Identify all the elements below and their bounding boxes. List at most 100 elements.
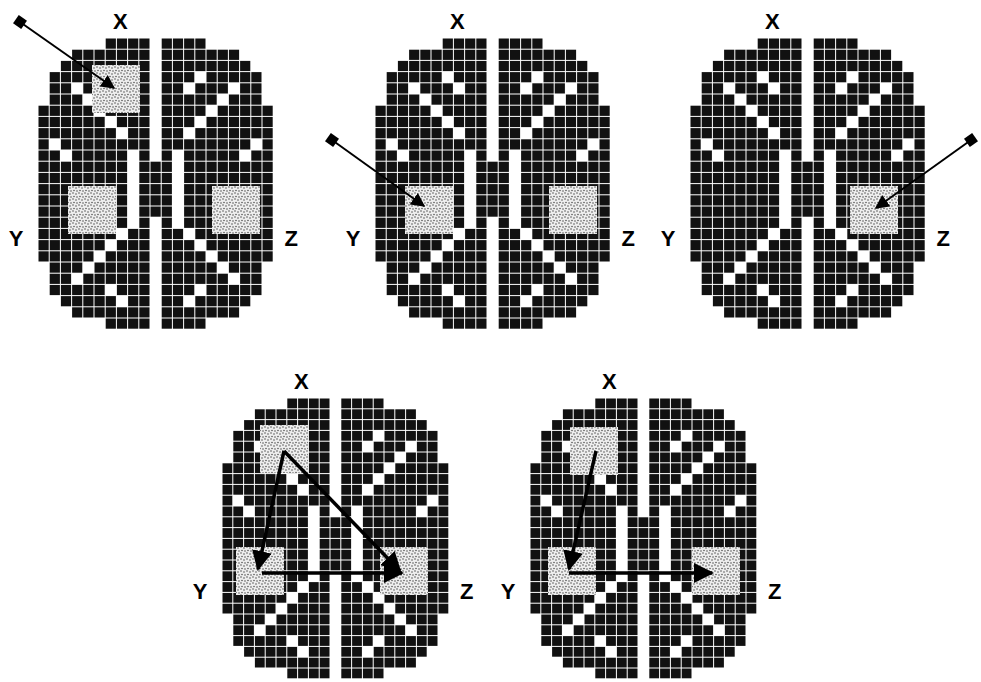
brain-cell	[859, 151, 869, 161]
brain-cell	[532, 128, 542, 138]
brain-cell	[72, 50, 82, 60]
brain-cell	[713, 240, 723, 250]
brain-cell	[263, 218, 273, 228]
brain-cell	[320, 658, 330, 668]
brain-cell	[139, 50, 149, 60]
brain-cell	[428, 593, 438, 603]
brain-cell	[814, 151, 824, 161]
brain-cell	[454, 61, 464, 71]
brain-cell	[385, 442, 395, 452]
brain-cell	[128, 39, 138, 49]
brain-cell	[521, 151, 531, 161]
brain-cell	[577, 83, 587, 93]
brain-cell	[574, 485, 584, 495]
brain-cell	[454, 285, 464, 295]
brain-cell	[499, 128, 509, 138]
brain-cell	[499, 117, 509, 127]
brain-cell	[255, 658, 265, 668]
brain-cell	[780, 50, 790, 60]
brain-cell	[628, 539, 638, 549]
brain-cell	[735, 50, 745, 60]
brain-cell	[439, 561, 449, 571]
brain-cell	[162, 139, 172, 149]
brain-cell	[814, 162, 824, 172]
brain-cell	[476, 251, 486, 261]
brain-cell	[432, 61, 442, 71]
brain-cell	[251, 263, 261, 273]
brain-cell	[298, 561, 308, 571]
brain-cell	[649, 431, 659, 441]
brain-cell	[387, 240, 397, 250]
brain-cell	[139, 117, 149, 127]
brain-cell	[713, 285, 723, 295]
stimulation-probe	[332, 140, 424, 206]
probe-tip	[964, 133, 978, 147]
brain-cell	[870, 173, 880, 183]
brain-cell	[439, 517, 449, 527]
brain-cell	[352, 615, 362, 625]
brain-cell	[595, 528, 605, 538]
brain-cell	[713, 296, 723, 306]
brain-cell	[499, 207, 509, 217]
brain-cell	[363, 431, 373, 441]
brain-cell	[39, 151, 49, 161]
brain-cell	[298, 409, 308, 419]
brain-cell	[476, 151, 486, 161]
brain-cell	[725, 474, 735, 484]
brain-cell	[555, 173, 565, 183]
brain-cell	[443, 128, 453, 138]
brain-cell	[769, 319, 779, 329]
brain-cell	[128, 251, 138, 261]
brain-cell	[395, 431, 405, 441]
brain-cell	[577, 139, 587, 149]
brain-cell	[870, 274, 880, 284]
brain-cell	[814, 117, 824, 127]
brain-cell	[499, 263, 509, 273]
brain-cell	[439, 485, 449, 495]
brain-cell	[628, 550, 638, 560]
brain-cell	[374, 517, 384, 527]
brain-cell	[532, 274, 542, 284]
brain-cell	[735, 162, 745, 172]
brain-cell	[139, 184, 149, 194]
brain-cell	[128, 128, 138, 138]
brain-cell	[649, 453, 659, 463]
brain-cell	[223, 550, 233, 560]
brain-cell	[420, 307, 430, 317]
brain-cell	[780, 296, 790, 306]
brain-cell	[758, 83, 768, 93]
brain-cell	[229, 106, 239, 116]
brain-cell	[287, 496, 297, 506]
brain-cell	[151, 195, 161, 205]
brain-cell	[563, 409, 573, 419]
brain-cell	[443, 106, 453, 116]
brain-cell	[735, 274, 745, 284]
brain-cell	[803, 162, 813, 172]
brain-cell	[385, 507, 395, 517]
brain-cell	[387, 207, 397, 217]
brain-cell	[836, 218, 846, 228]
brain-cell	[465, 319, 475, 329]
brain-cell	[693, 431, 703, 441]
brain-cell	[541, 485, 551, 495]
brain-cell	[363, 658, 373, 668]
brain-cell	[83, 106, 93, 116]
brain-cell	[420, 61, 430, 71]
brain-cell	[769, 50, 779, 60]
brain-cell	[499, 72, 509, 82]
brain-cell	[428, 615, 438, 625]
brain-cell	[702, 240, 712, 250]
brain-cell	[747, 517, 757, 527]
brain-cell	[128, 296, 138, 306]
brain-cell	[521, 184, 531, 194]
brain-cell	[510, 319, 520, 329]
brain-cell	[454, 319, 464, 329]
brain-cell	[233, 485, 243, 495]
brain-cell	[454, 72, 464, 82]
brain-cell	[803, 195, 813, 205]
brain-cell	[660, 420, 670, 430]
brain-cell	[510, 128, 520, 138]
brain-cell	[769, 39, 779, 49]
brain-cell	[117, 207, 127, 217]
brain-cell	[617, 474, 627, 484]
